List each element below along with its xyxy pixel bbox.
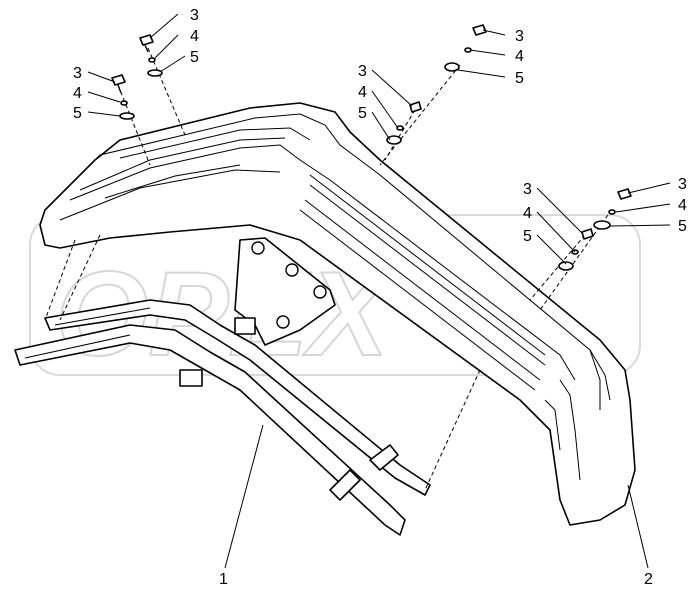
callout-bolt: 3 [515,28,524,45]
callout-bolt: 3 [73,65,82,82]
callout-bolt: 3 [678,176,687,193]
callout-flat-washer: 5 [73,105,82,122]
callout-lock-washer: 4 [73,85,82,102]
callouts: 3 4 5 3 4 5 3 4 5 3 4 5 3 4 5 3 4 5 1 2 [73,7,687,588]
hardware-set-6 [558,228,594,271]
hardware-set-5 [593,188,632,230]
callout-bolt: 3 [358,63,367,80]
callout-flat-washer: 5 [190,49,199,66]
callout-flat-washer: 5 [358,105,367,122]
callout-lock-washer: 4 [515,48,524,65]
callout-flat-washer: 5 [678,218,687,235]
hardware-set-4 [386,101,422,145]
callout-lock-washer: 4 [678,197,687,214]
hardware-set-3 [444,24,487,72]
callout-lock-washer: 4 [523,205,532,222]
callout-lock-washer: 4 [358,84,367,101]
leader-lines [87,13,671,569]
callout-bolt: 3 [190,7,199,24]
assembly-lines [44,47,609,491]
callout-bracket: 1 [219,571,228,588]
callout-fender: 2 [644,571,653,588]
callout-lock-washer: 4 [190,28,199,45]
bracket-part-1 [14,237,431,536]
callout-flat-washer: 5 [515,70,524,87]
hardware-set-1 [139,34,163,77]
callout-flat-washer: 5 [523,228,532,245]
fender-part-2 [39,102,636,526]
callout-bolt: 3 [523,181,532,198]
hardware-set-2 [111,74,135,120]
